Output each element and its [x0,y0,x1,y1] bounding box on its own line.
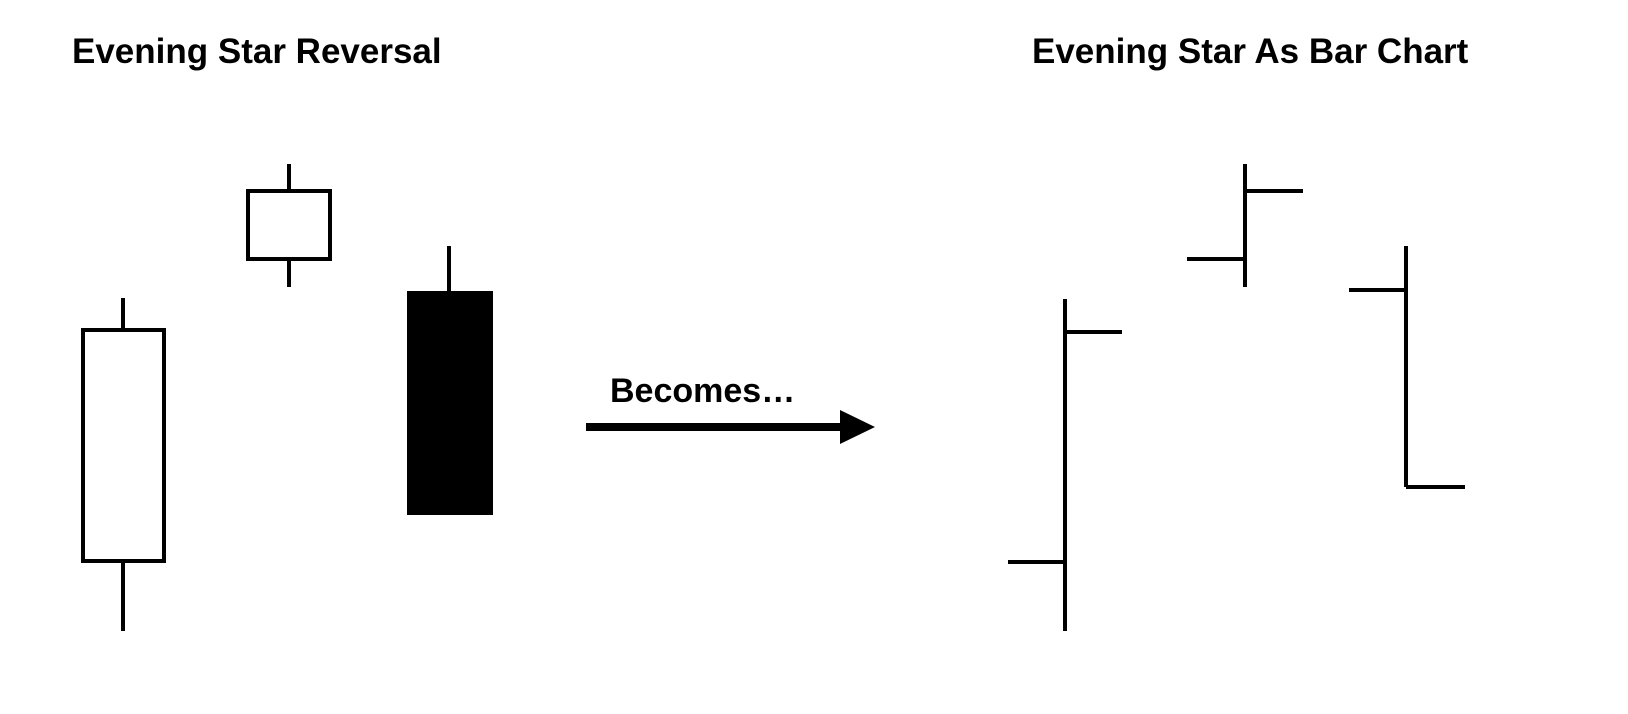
right-panel-title: Evening Star As Bar Chart [1032,32,1469,71]
bullish-candle [81,298,166,631]
arrow-head [840,410,875,444]
candlestick-pattern [81,164,493,631]
right-arrow-icon [586,410,875,444]
bearish-candle [407,246,493,515]
candle-body [246,189,332,261]
bar-3 [1349,246,1465,489]
bar-2 [1187,164,1303,287]
bar-1 [1008,299,1122,631]
becomes-label: Becomes… [610,372,796,410]
ohlc-bar-pattern [1008,164,1465,631]
left-panel-title: Evening Star Reversal [72,32,442,71]
candle-body [81,328,166,563]
candle-body [407,291,493,515]
star-candle [246,164,332,287]
